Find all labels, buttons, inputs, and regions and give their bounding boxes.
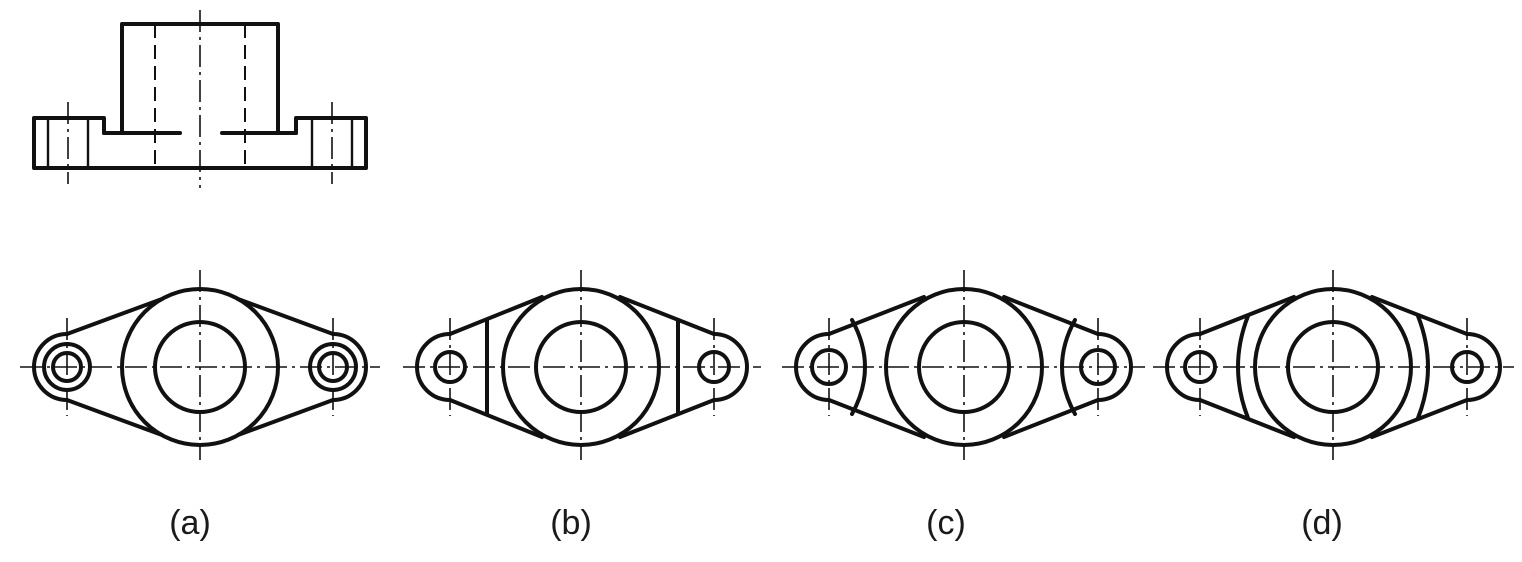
top-view-option-d (1153, 270, 1514, 460)
option-label-b: (b) (550, 504, 592, 542)
tangent-line (236, 297, 335, 336)
tangent-line (1002, 398, 1100, 439)
option-label-a: (a) (169, 504, 211, 542)
tangent-line (448, 398, 544, 439)
lug-arc (1096, 332, 1133, 402)
top-view-option-a (20, 270, 380, 460)
lug-arc (1465, 332, 1502, 402)
tangent-line (827, 295, 926, 336)
option-label-d: (d) (1301, 504, 1343, 542)
tangent-line (827, 398, 926, 439)
tangent-line (618, 295, 716, 336)
lug-arc (331, 332, 368, 402)
front-view (32, 10, 368, 188)
top-view-option-c (782, 270, 1145, 460)
tangent-line (1002, 295, 1100, 336)
tangent-line (236, 398, 335, 437)
tangent-line (618, 398, 716, 439)
tangent-line (65, 398, 164, 437)
tangent-line (65, 297, 164, 336)
top-view-option-b (403, 270, 761, 460)
option-label-c: (c) (926, 504, 966, 542)
tangent-line (448, 295, 544, 336)
